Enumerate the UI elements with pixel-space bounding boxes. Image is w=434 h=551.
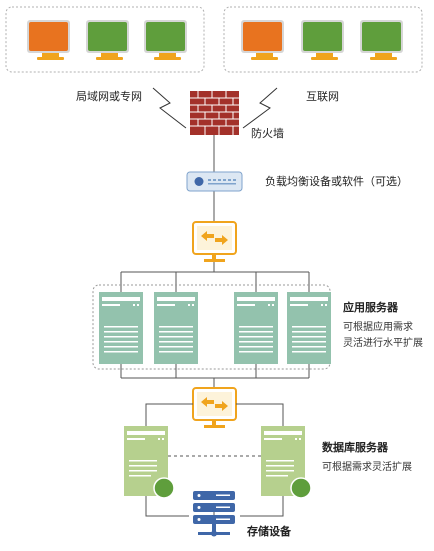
firewall-icon <box>190 91 239 135</box>
db-servers-note: 可根据需求灵活扩展 <box>322 462 412 473</box>
internet-label: 互联网 <box>306 90 339 103</box>
db-server-1 <box>124 426 175 499</box>
storage-label: 存储设备 <box>247 525 291 538</box>
firewall-label: 防火墙 <box>251 127 284 140</box>
internet-monitor-3 <box>360 20 403 60</box>
app-servers-title: 应用服务器 <box>343 301 398 314</box>
lan-monitor-2 <box>86 20 129 60</box>
db-connections <box>145 403 284 517</box>
switch-icon-top <box>192 221 237 262</box>
app-servers-note-line1: 可根据应用需求 <box>343 322 413 333</box>
app-server-3 <box>234 292 278 364</box>
db-servers-title: 数据库服务器 <box>322 441 388 454</box>
lan-monitor-1 <box>27 20 70 60</box>
lan-lightning-connector <box>152 87 187 129</box>
internet-lightning-connector <box>242 87 278 129</box>
app-server-2 <box>154 292 198 364</box>
app-server-1 <box>99 292 143 364</box>
lan-monitor-3 <box>144 20 187 60</box>
app-servers-dashed-box <box>92 284 331 370</box>
lan-dashed-box <box>5 6 205 73</box>
db-server-2 <box>261 426 312 499</box>
app-server-bottom-bus <box>120 364 310 388</box>
storage-icon <box>193 491 235 537</box>
app-server-4 <box>287 292 331 364</box>
load-balancer-label: 负载均衡设备或软件（可选） <box>265 175 408 188</box>
switch-icon-bottom <box>192 387 237 428</box>
lan-network-group <box>5 6 205 73</box>
lan-label: 局域网或专网 <box>76 90 142 103</box>
internet-network-group <box>223 6 423 73</box>
internet-monitor-1 <box>241 20 284 60</box>
internet-dashed-box <box>223 6 423 73</box>
app-server-top-bus <box>120 271 310 292</box>
internet-monitor-2 <box>301 20 344 60</box>
load-balancer-icon <box>186 171 243 192</box>
app-servers-note-line2: 灵活进行水平扩展 <box>343 338 423 349</box>
